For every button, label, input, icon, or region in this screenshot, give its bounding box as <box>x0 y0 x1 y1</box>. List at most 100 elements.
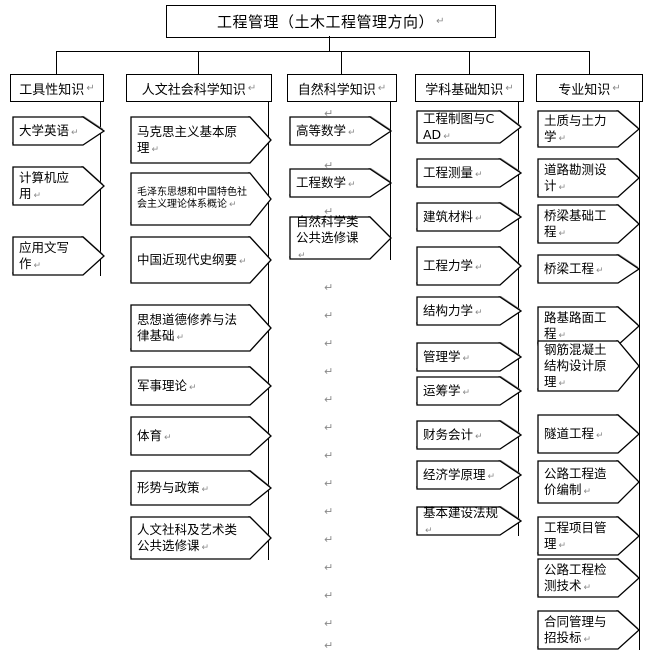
pentagon-outline <box>12 166 105 206</box>
pilcrow-mark: ↵ <box>324 365 334 378</box>
pentagon-shape <box>289 216 392 260</box>
course-node[interactable]: 公路工程检测技术↵ <box>537 558 640 598</box>
course-node[interactable]: 人文社科及艺术类公共选修课↵ <box>130 516 272 560</box>
pilcrow-mark: ↵ <box>324 533 334 546</box>
course-node[interactable]: 财务会计↵ <box>416 420 522 450</box>
pentagon-outline <box>416 158 522 188</box>
pentagon-shape <box>537 340 640 392</box>
column-header-1[interactable]: 工具性知识↵ <box>10 74 104 102</box>
pilcrow-mark: ↵ <box>324 639 334 652</box>
pentagon-outline <box>537 110 640 148</box>
pentagon-shape <box>537 158 640 198</box>
column-header-label: 学科基础知识 <box>425 82 504 98</box>
pentagon-outline <box>130 516 272 560</box>
pentagon-outline <box>12 236 105 276</box>
pentagon-outline <box>416 246 522 286</box>
course-node[interactable]: 高等数学↵ <box>289 116 392 146</box>
pentagon-shape <box>130 172 272 226</box>
pilcrow-mark: ↵ <box>324 393 334 406</box>
course-node[interactable]: 建筑材料↵ <box>416 202 522 232</box>
course-node[interactable]: 工程测量↵ <box>416 158 522 188</box>
pentagon-shape <box>12 166 105 206</box>
pentagon-outline <box>130 304 272 352</box>
course-node[interactable]: 桥梁工程↵ <box>537 254 640 284</box>
pentagon-outline <box>537 558 640 598</box>
course-node[interactable]: 计算机应用↵ <box>12 166 105 206</box>
pilcrow-mark: ↵ <box>324 159 334 172</box>
course-node[interactable]: 毛泽东思想和中国特色社会主义理论体系概论↵ <box>130 172 272 226</box>
pentagon-shape <box>289 168 392 198</box>
course-node[interactable]: 自然科学类公共选修课↵ <box>289 214 392 261</box>
pentagon-shape <box>289 116 392 146</box>
course-node[interactable]: 桥梁基础工程↵ <box>537 204 640 244</box>
root-node-program-title: 工程管理（土木工程管理方向）↵ <box>166 5 496 38</box>
column-header-label: 自然科学知识 <box>297 82 376 98</box>
course-node[interactable]: 合同管理与招投标↵ <box>537 610 640 650</box>
course-node[interactable]: 军事理论↵ <box>130 366 272 406</box>
course-node[interactable]: 运筹学↵ <box>416 376 522 406</box>
connector-drop-2 <box>198 51 200 74</box>
pentagon-outline <box>537 254 640 284</box>
course-node[interactable]: 工程项目管理↵ <box>537 516 640 556</box>
course-node[interactable]: 隧道工程↵ <box>537 414 640 454</box>
pentagon-shape <box>416 110 522 144</box>
column-header-label: 专业知识 <box>558 82 611 98</box>
column-header-2[interactable]: 人文社会科学知识↵ <box>126 74 272 102</box>
course-node[interactable]: 马克思主义基本原理↵ <box>130 116 272 164</box>
pentagon-shape <box>12 116 105 146</box>
column-header-label: 人文社会科学知识 <box>141 82 246 98</box>
pentagon-outline <box>537 306 640 346</box>
course-node[interactable]: 大学英语↵ <box>12 116 105 146</box>
pentagon-outline <box>130 172 272 226</box>
course-node[interactable]: 中国近现代史纲要↵ <box>130 236 272 284</box>
course-node[interactable]: 工程制图与CAD↵ <box>416 110 522 144</box>
course-node[interactable]: 公路工程造价编制↵ <box>537 460 640 504</box>
pentagon-shape <box>130 116 272 164</box>
pilcrow-mark: ↵ <box>436 16 445 27</box>
course-node[interactable]: 体育↵ <box>130 416 272 456</box>
course-node[interactable]: 管理学↵ <box>416 342 522 372</box>
course-node[interactable]: 土质与土力学↵ <box>537 110 640 148</box>
column-header-3[interactable]: 自然科学知识↵ <box>287 74 397 102</box>
course-node[interactable]: 工程力学↵ <box>416 246 522 286</box>
pentagon-shape <box>416 296 522 326</box>
course-node[interactable]: 工程数学↵ <box>289 168 392 198</box>
pentagon-shape <box>537 110 640 148</box>
pilcrow-mark: ↵ <box>324 449 334 462</box>
pentagon-outline <box>416 376 522 406</box>
column-header-4[interactable]: 学科基础知识↵ <box>415 74 524 102</box>
pentagon-outline <box>130 416 272 456</box>
pilcrow-mark: ↵ <box>247 82 257 94</box>
pentagon-outline <box>130 470 272 506</box>
pentagon-shape <box>537 254 640 284</box>
course-node[interactable]: 应用文写作↵ <box>12 236 105 276</box>
pilcrow-mark: ↵ <box>377 82 387 94</box>
column-header-5[interactable]: 专业知识↵ <box>536 74 643 102</box>
pentagon-shape <box>416 246 522 286</box>
pentagon-shape <box>130 366 272 406</box>
pentagon-shape <box>416 158 522 188</box>
course-node[interactable]: 基本建设法规↵ <box>416 505 522 536</box>
pentagon-outline <box>130 366 272 406</box>
pentagon-shape <box>130 470 272 506</box>
course-node[interactable]: 道路勘测设计↵ <box>537 158 640 198</box>
course-node[interactable]: 经济学原理↵ <box>416 460 522 490</box>
connector-spine-5 <box>639 100 641 650</box>
course-node[interactable]: 思想道德修养与法律基础↵ <box>130 304 272 352</box>
pentagon-shape <box>130 236 272 284</box>
course-node[interactable]: 结构力学↵ <box>416 296 522 326</box>
pentagon-shape <box>130 304 272 352</box>
pentagon-outline <box>416 110 522 144</box>
pentagon-shape <box>416 420 522 450</box>
course-node[interactable]: 钢筋混凝土结构设计原理↵ <box>537 340 640 392</box>
connector-drop-1 <box>56 51 58 74</box>
connector-drop-4 <box>468 51 470 74</box>
connector-root-stem <box>329 36 331 52</box>
pentagon-outline <box>416 296 522 326</box>
connector-drop-3 <box>341 51 343 74</box>
pentagon-outline <box>130 116 272 164</box>
pilcrow-mark: ↵ <box>324 309 334 322</box>
course-node[interactable]: 形势与政策↵ <box>130 470 272 506</box>
pentagon-outline <box>416 506 522 536</box>
